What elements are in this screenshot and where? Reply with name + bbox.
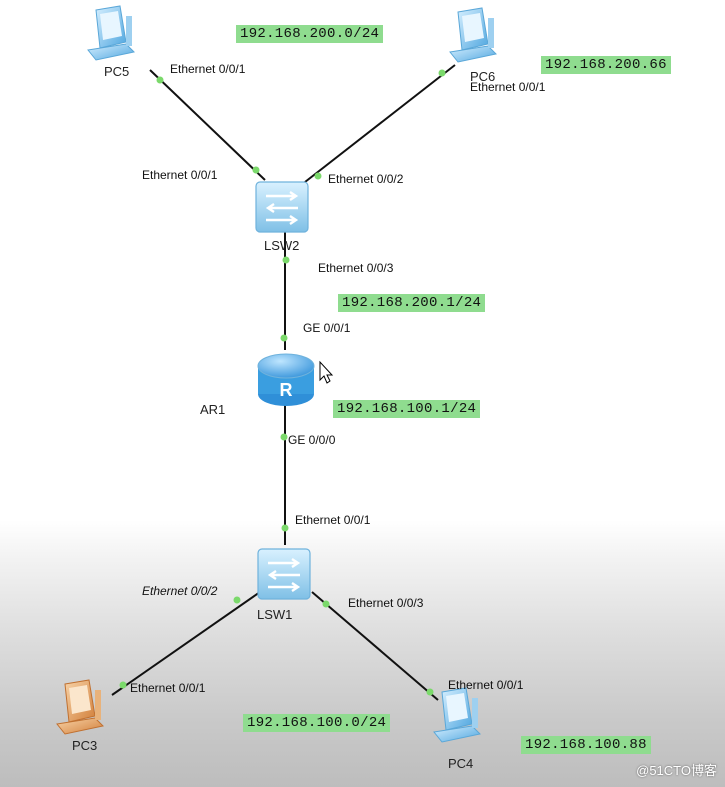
- mouse-cursor-icon: [319, 360, 334, 384]
- port-label-ar1-ge1: GE 0/0/1: [303, 321, 351, 335]
- link-pc5-lsw2: [149, 69, 266, 181]
- ip-label-network-100: 192.168.100.0/24: [243, 714, 391, 732]
- port-label-lsw1-eth1: Ethernet 0/0/1: [295, 513, 371, 527]
- device-label-lsw2: LSW2: [264, 238, 300, 253]
- port-dots: [119, 69, 446, 696]
- device-label-lsw1: LSW1: [257, 607, 293, 622]
- port-label-pc3-eth: Ethernet 0/0/1: [130, 681, 206, 695]
- port-label-ar1-ge0: GE 0/0/0: [288, 433, 336, 447]
- ip-label-gateway-200: 192.168.200.1/24: [338, 294, 486, 312]
- device-label-ar1: AR1: [200, 402, 226, 417]
- pc-icon[interactable]: [433, 687, 482, 743]
- switch-icon[interactable]: [257, 548, 311, 600]
- port-label-pc6-eth: Ethernet 0/0/1: [470, 80, 546, 94]
- link-pc6-lsw2: [304, 64, 456, 183]
- link-lsw1-pc4: [311, 591, 439, 701]
- port-label-lsw1-eth2: Ethernet 0/0/2: [142, 584, 218, 598]
- pc-icon[interactable]: [56, 679, 105, 735]
- device-label-pc4: PC4: [448, 756, 474, 771]
- port-label-pc4-eth: Ethernet 0/0/1: [448, 678, 524, 692]
- switch-icon[interactable]: [255, 181, 309, 233]
- router-icon[interactable]: R: [257, 353, 315, 406]
- ip-label-gateway-100: 192.168.100.1/24: [333, 400, 481, 418]
- port-label-lsw2-eth1: Ethernet 0/0/1: [142, 168, 218, 182]
- link-lsw1-pc3: [111, 591, 261, 696]
- device-label-pc6: PC6: [470, 69, 496, 84]
- port-label-lsw2-eth2: Ethernet 0/0/2: [328, 172, 404, 186]
- port-label-lsw1-eth3: Ethernet 0/0/3: [348, 596, 424, 610]
- pc-icon[interactable]: [87, 5, 136, 61]
- svg-text:R: R: [280, 380, 293, 400]
- port-label-lsw2-eth3: Ethernet 0/0/3: [318, 261, 394, 275]
- pc-icon[interactable]: [449, 7, 498, 63]
- ip-label-network-200: 192.168.200.0/24: [236, 25, 384, 43]
- ip-label-pc6: 192.168.200.66: [541, 56, 671, 74]
- watermark: @51CTO博客: [636, 763, 717, 778]
- ip-label-pc4: 192.168.100.88: [521, 736, 651, 754]
- port-label-pc5-eth: Ethernet 0/0/1: [170, 62, 246, 76]
- device-label-pc3: PC3: [72, 738, 98, 753]
- device-label-pc5: PC5: [104, 64, 130, 79]
